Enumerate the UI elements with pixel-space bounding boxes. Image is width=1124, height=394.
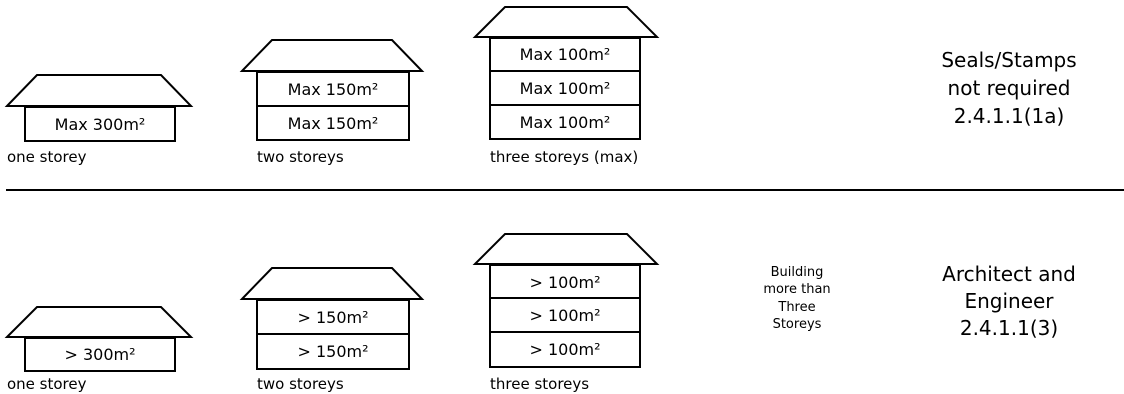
requirement-line: 2.4.1.1(1a) [954,104,1065,128]
floor-box [24,106,176,142]
requirement-line: not required [948,76,1071,100]
caption: one storey [7,148,87,166]
bottom-house-three-storeys: > 100m² > 100m² > 100m² three storeys [472,233,660,393]
floor-label: > 150m² [297,342,368,361]
roof [472,6,660,38]
note-line: Building [771,265,824,280]
floor-box-bottom [489,104,641,140]
requirement-line: 2.4.1.1(3) [960,316,1058,340]
floor-box-lower [256,333,410,370]
floor-label: Max 100m² [520,113,611,132]
requirement-line: Seals/Stamps [941,48,1076,72]
roof [472,233,660,265]
top-house-two-storeys: Max 150m² Max 150m² two storeys [239,39,425,166]
caption: three storeys [490,375,589,393]
note-line: Storeys [773,317,822,332]
roof [239,39,425,72]
top-house-three-storeys: Max 100m² Max 100m² Max 100m² three stor… [472,6,660,166]
note-line: more than [763,282,830,297]
floor-label: Max 300m² [55,115,146,134]
roof [4,74,194,107]
bottom-house-one-storey: > 300m² one storey [4,306,194,393]
requirement-line: Engineer [964,289,1054,313]
requirement-line: Architect and [942,262,1076,286]
floor-label: > 100m² [529,273,600,292]
roof [4,306,194,338]
top-requirement: Seals/Stamps not required 2.4.1.1(1a) [941,48,1076,128]
floor-label: > 100m² [529,306,600,325]
floor-box [24,337,176,372]
caption: three storeys (max) [490,148,638,166]
caption: two storeys [257,148,344,166]
floor-label: > 100m² [529,340,600,359]
note-line: Three [777,300,815,315]
floor-label: > 150m² [297,308,368,327]
caption: two storeys [257,375,344,393]
floor-label: Max 150m² [288,80,379,99]
floor-label: Max 100m² [520,45,611,64]
floor-label: Max 100m² [520,79,611,98]
bottom-note: Building more than Three Storeys [763,265,830,332]
caption: one storey [7,375,87,393]
roof [239,267,425,300]
bottom-requirement: Architect and Engineer 2.4.1.1(3) [942,262,1076,340]
floor-label: > 300m² [64,345,135,364]
floor-box-lower [256,105,410,141]
top-house-one-storey: Max 300m² one storey [4,74,194,166]
bottom-house-two-storeys: > 150m² > 150m² two storeys [239,267,425,393]
floor-box-bottom [489,331,641,368]
floor-label: Max 150m² [288,114,379,133]
